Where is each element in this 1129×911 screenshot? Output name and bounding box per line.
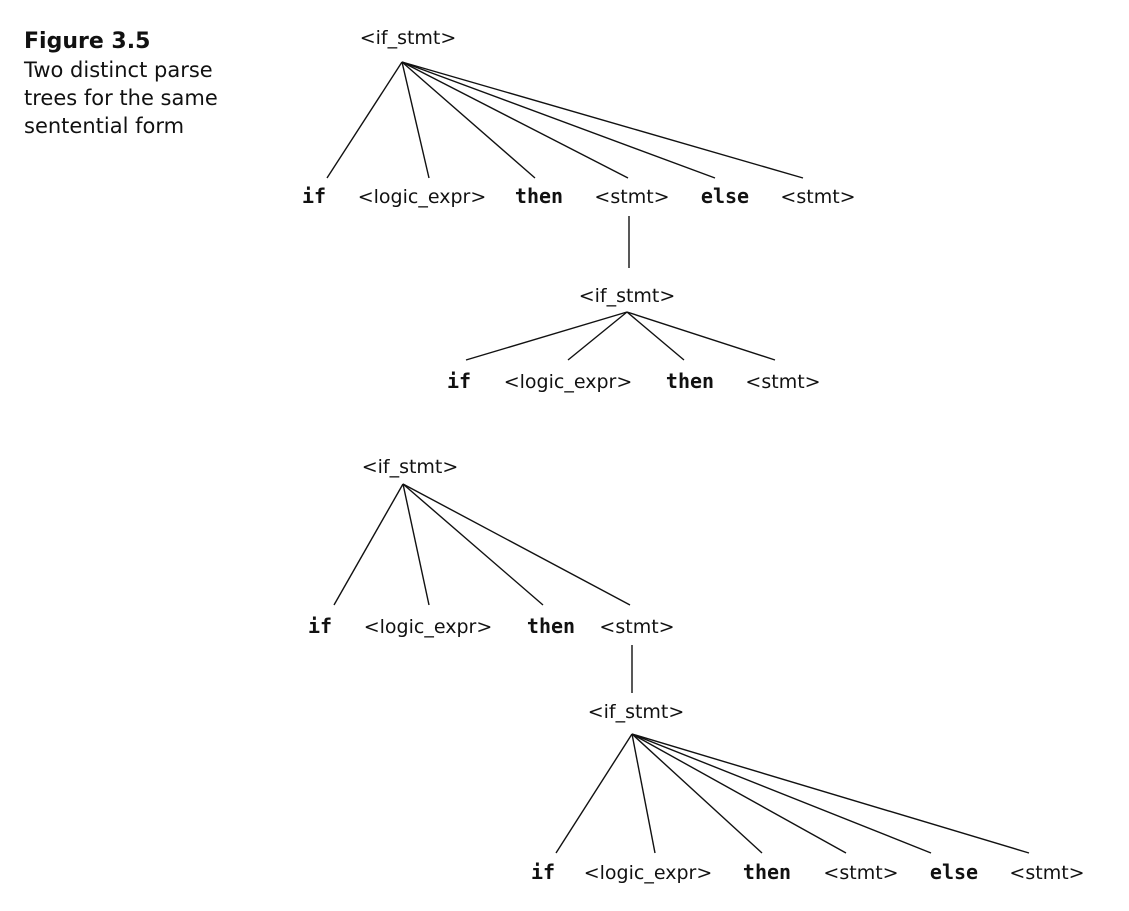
node-t1-sub-logic: <logic_expr> <box>504 371 633 393</box>
edge-t1-sub-to-t1-sub-stmt <box>626 311 776 361</box>
node-t2-sub-else: else <box>930 860 978 884</box>
node-t1-logic: <logic_expr> <box>358 186 487 208</box>
node-t1-sub-then: then <box>666 369 714 393</box>
edge-t1-root-to-t1-else <box>401 61 716 179</box>
edge-t2-root-to-t2-if <box>333 483 404 606</box>
edge-t2-root-to-t2-then <box>402 483 544 606</box>
node-t1-if: if <box>302 184 326 208</box>
edge-t2-sub-to-t2-sub-stmt2 <box>631 733 1030 854</box>
node-t2-sub-stmt1: <stmt> <box>823 862 898 884</box>
edge-t1-root-to-t1-stmt1 <box>401 61 629 179</box>
figure-caption-text: Two distinct parse trees for the same se… <box>24 58 218 138</box>
node-t1-root: <if_stmt> <box>360 27 457 49</box>
node-t2-then: then <box>527 614 575 638</box>
node-t1-stmt2: <stmt> <box>780 186 855 208</box>
figure-number: Figure 3.5 <box>24 29 151 54</box>
node-t2-if: if <box>308 614 332 638</box>
edge-t1-sub-to-t1-sub-then <box>626 311 685 361</box>
node-t2-sub-then: then <box>743 860 791 884</box>
node-t2-root: <if_stmt> <box>362 456 459 478</box>
node-t1-then: then <box>515 184 563 208</box>
edge-t2-root-to-t2-logic <box>402 483 430 606</box>
node-t2-sub-if: if <box>531 860 555 884</box>
edge-t2-sub-to-t2-sub-stmt1 <box>631 733 847 854</box>
node-t1-sub-stmt: <stmt> <box>745 371 820 393</box>
node-t2-sub-stmt2: <stmt> <box>1009 862 1084 884</box>
node-t2-sub: <if_stmt> <box>588 701 685 723</box>
edge-t2-sub-to-t2-sub-then <box>631 733 763 854</box>
edge-t1-root-to-t1-stmt2 <box>401 61 804 179</box>
edge-t1-root-to-t1-logic <box>401 61 430 179</box>
node-t2-stmt: <stmt> <box>599 616 674 638</box>
edge-t2-sub-to-t2-sub-logic <box>631 733 656 854</box>
edge-t1-sub-to-t1-sub-logic <box>567 311 628 361</box>
node-t1-sub-if: if <box>447 369 471 393</box>
edge-t1-sub-to-t1-sub-if <box>465 311 628 361</box>
node-t1-stmt1: <stmt> <box>594 186 669 208</box>
edge-t1-root-to-t1-if <box>326 61 403 179</box>
node-t2-sub-logic: <logic_expr> <box>584 862 713 884</box>
node-t1-else: else <box>701 184 749 208</box>
node-t1-sub: <if_stmt> <box>579 285 676 307</box>
tree-nodes: <if_stmt>if<logic_expr>then<stmt>else<st… <box>302 27 1085 884</box>
edge-t1-root-to-t1-then <box>401 61 536 179</box>
tree-edges <box>326 61 1030 854</box>
edge-t2-root-to-t2-stmt <box>402 483 631 606</box>
node-t2-logic: <logic_expr> <box>364 616 493 638</box>
edge-t2-sub-to-t2-sub-if <box>555 733 633 854</box>
figure-caption: Figure 3.5 Two distinct parse trees for … <box>24 28 254 140</box>
edge-t2-sub-to-t2-sub-else <box>631 733 932 854</box>
